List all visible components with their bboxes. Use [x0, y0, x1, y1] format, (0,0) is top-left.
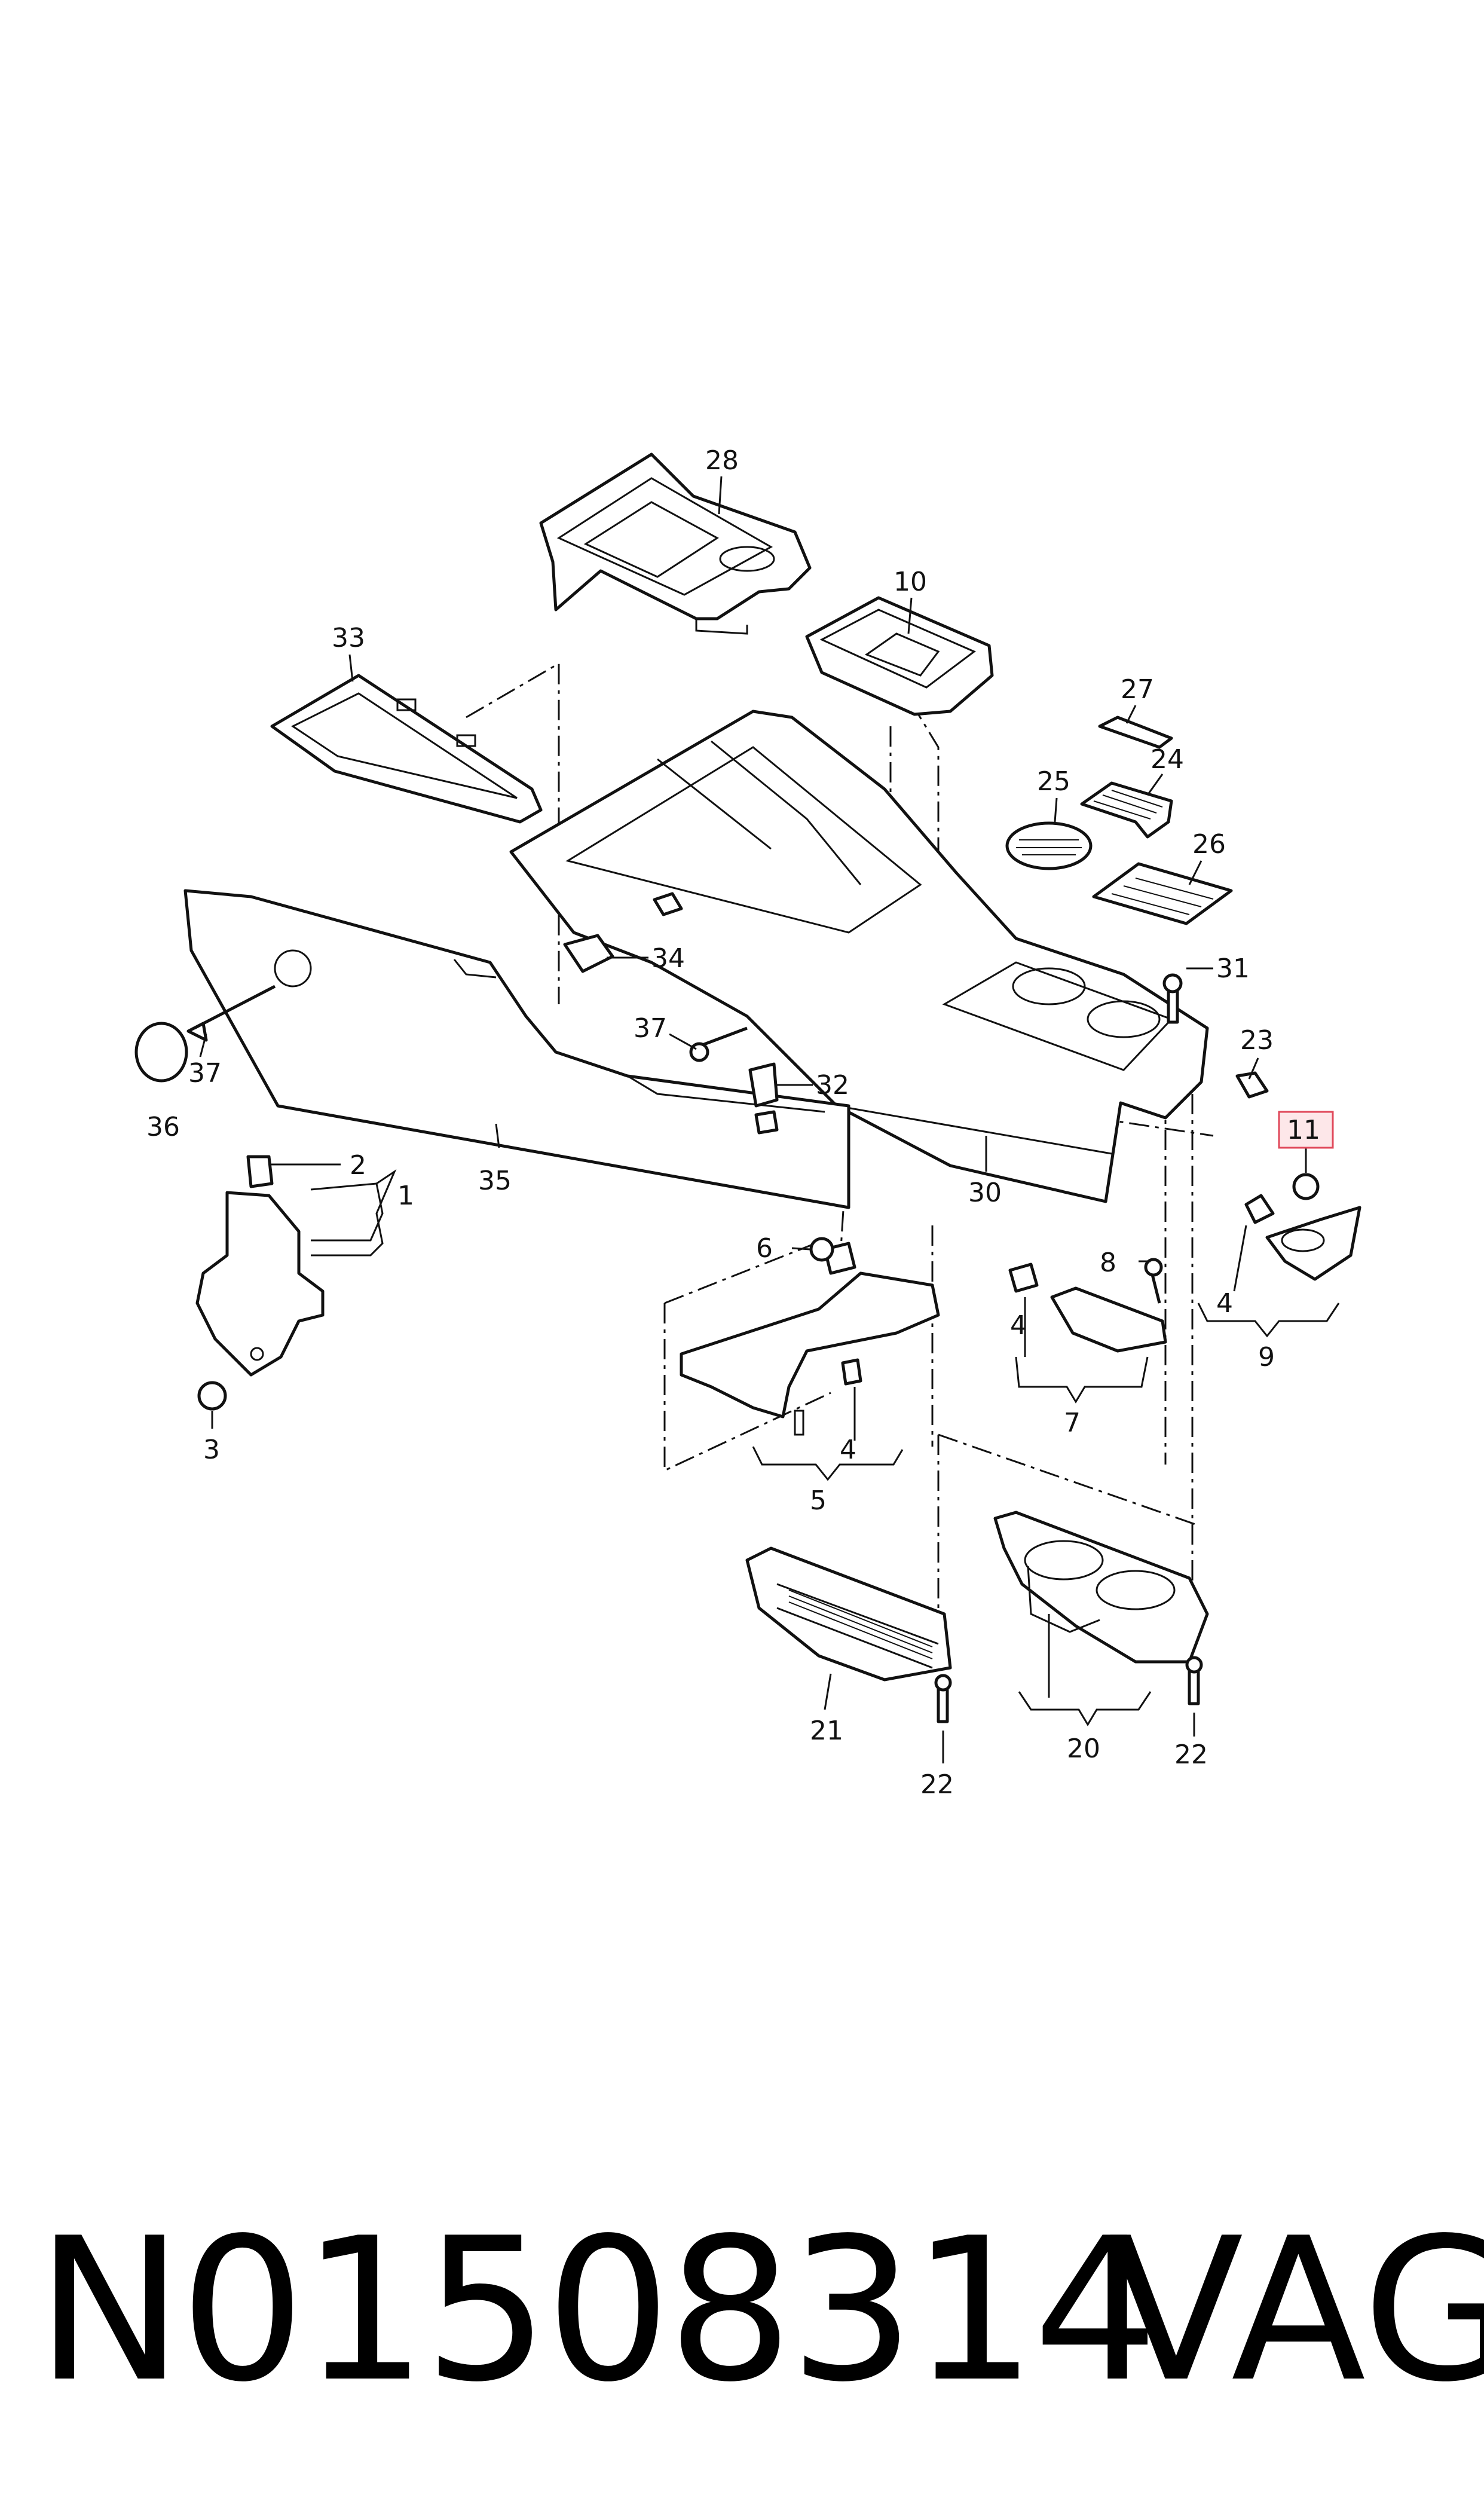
callout-11-highlighted: 11 — [1287, 1115, 1320, 1145]
callout-36: 36 — [146, 1112, 180, 1142]
part-clip-32 — [748, 1062, 779, 1135]
part-clip-27 — [1098, 716, 1173, 749]
part-mat-24 — [1080, 781, 1173, 839]
callout-3: 3 — [203, 1435, 220, 1465]
callout-7: 7 — [1064, 1408, 1081, 1438]
part-side-trim — [183, 889, 850, 1209]
callout-25: 25 — [1037, 766, 1070, 797]
part-round-mat-25 — [1005, 821, 1093, 870]
callout-4-bottom: 4 — [840, 1435, 856, 1465]
callout-6: 6 — [756, 1233, 773, 1264]
callout-37-left: 37 — [188, 1058, 222, 1089]
callout-2: 2 — [350, 1150, 366, 1181]
callout-34: 34 — [651, 943, 685, 974]
exploded-parts-diagram: 28 10 33 27 24 25 26 34 31 37 37 23 36 3… — [134, 445, 1361, 1800]
callout-4-left: 4 — [1010, 1310, 1027, 1341]
part-storage-insert — [805, 596, 994, 716]
part-mounting-bracket — [680, 1237, 940, 1436]
callout-1: 1 — [397, 1181, 414, 1211]
callout-4-right: 4 — [1216, 1288, 1233, 1319]
callout-5: 5 — [810, 1485, 827, 1516]
callout-31: 31 — [1216, 953, 1250, 984]
part-screw-31 — [1162, 973, 1183, 1024]
part-cover-cap — [134, 1022, 188, 1083]
part-bracket-7 — [1008, 1258, 1167, 1353]
part-screw-37b — [689, 1026, 748, 1062]
part-cup-holder — [993, 1511, 1209, 1664]
part-mat-26 — [1092, 862, 1233, 925]
part-screw-22a — [934, 1674, 952, 1723]
callout-10: 10 — [894, 567, 927, 597]
callout-9: 9 — [1258, 1342, 1275, 1372]
callout-30: 30 — [968, 1178, 1002, 1208]
part-left-bracket — [195, 1155, 325, 1411]
highlight-box-11 — [1278, 1111, 1334, 1149]
callout-32: 32 — [816, 1070, 849, 1100]
part-clip-34 — [563, 892, 683, 973]
part-number: N01508314 — [36, 2196, 1159, 2425]
callout-21: 21 — [810, 1716, 843, 1746]
callout-27: 27 — [1121, 674, 1154, 705]
part-screw-22b — [1185, 1656, 1203, 1705]
callout-labels: 28 10 33 27 24 25 26 34 31 37 37 23 36 3… — [146, 445, 1320, 1800]
brand-name: VAG — [1109, 2196, 1484, 2425]
part-trim-frame — [270, 674, 543, 824]
callout-22-left: 22 — [920, 1769, 954, 1800]
callout-23: 23 — [1240, 1025, 1274, 1056]
callout-24: 24 — [1151, 744, 1184, 775]
callout-26: 26 — [1192, 829, 1226, 860]
callout-8: 8 — [1100, 1248, 1116, 1278]
callout-37-right: 37 — [634, 1013, 667, 1044]
callout-22-right: 22 — [1174, 1740, 1208, 1770]
part-storage-box — [745, 1546, 952, 1682]
callout-33: 33 — [332, 623, 365, 653]
part-storage-tray-upper — [539, 453, 812, 635]
callout-20: 20 — [1067, 1734, 1100, 1764]
callout-28: 28 — [705, 445, 739, 476]
callout-35: 35 — [478, 1166, 512, 1196]
part-bracket-9 — [1235, 1071, 1361, 1281]
leader-lines — [199, 476, 1340, 1763]
part-screw-37a — [186, 985, 276, 1042]
